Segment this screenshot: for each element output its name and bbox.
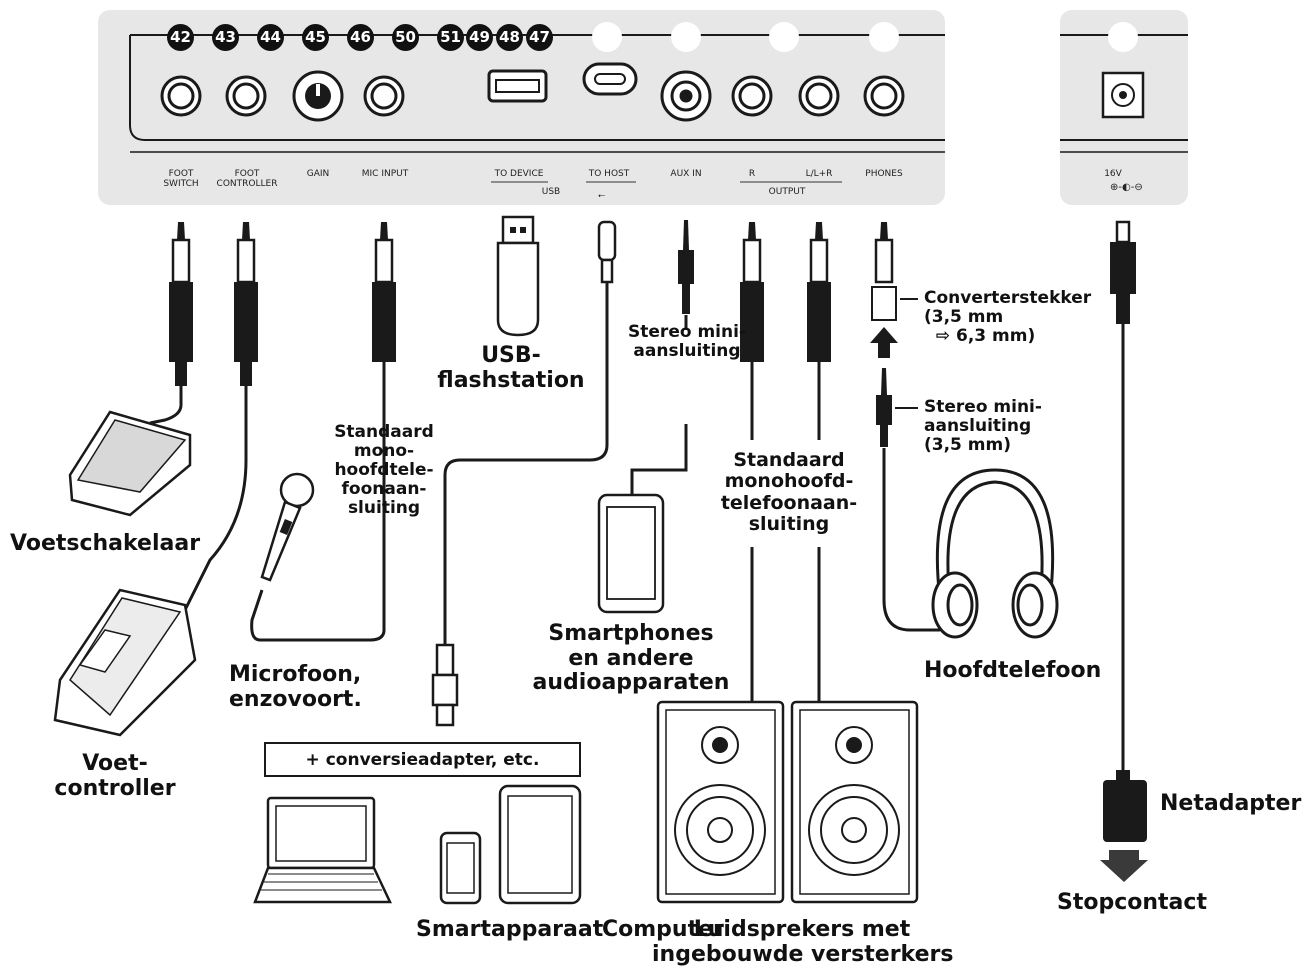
gain-knob-icon [305, 83, 331, 109]
port-label-to-device: TO DEVICE [494, 169, 544, 179]
label-stereo-mini-35: Stereo mini- aansluiting (3,5 mm) [924, 397, 1042, 456]
smart-device-icon [439, 831, 482, 905]
microphone-icon [260, 472, 315, 582]
usb-flash-drive-icon [496, 215, 540, 337]
tablet-icon [498, 784, 582, 905]
label-luidsprekers: Luidsprekers met ingebouwde versterkers [652, 917, 954, 967]
label-mono-jack-left: Standaard mono- hoofdtele- foonaan- slui… [334, 422, 434, 519]
badge-43: 43 [212, 24, 239, 51]
badge-46: 46 [347, 24, 374, 51]
label-smartphones: Smartphones en andere audioapparaten [532, 621, 730, 696]
port-label-l-lr: L/L+R [805, 169, 833, 179]
quarter-inch-plugs [169, 222, 897, 386]
label-smartapparaat: Smartapparaat [416, 917, 604, 942]
arrow-up-icon [870, 327, 898, 358]
port-label-gain: GAIN [306, 169, 330, 179]
label-computer: Computer [602, 917, 724, 942]
badge-47: 47 [526, 24, 553, 51]
usb-symbol-icon: ⭠ [598, 191, 605, 201]
label-mono-jack-right: Standaard monohoofd- telefoonaan- sluiti… [720, 449, 858, 535]
port-label-phones: PHONES [865, 169, 903, 179]
badge-50: 50 [392, 24, 419, 51]
badge-42: 42 [167, 24, 194, 51]
label-voetschakelaar: Voetschakelaar [10, 531, 201, 556]
power-adapter-icon [1100, 220, 1148, 882]
port-label-dc-in: 16V [1104, 169, 1122, 179]
port-label-aux-in: AUX IN [670, 169, 702, 179]
cables [149, 282, 1125, 780]
label-conversie: + conversieadapter, etc. [305, 750, 540, 770]
usb-c-plug-icon [597, 220, 617, 284]
label-usb-flash: USB- flashstation [437, 343, 585, 393]
badge-44: 44 [257, 24, 284, 51]
headphones-icon [931, 468, 1059, 639]
usb-cable-end-icon [431, 643, 459, 727]
smartphone-icon [597, 493, 665, 614]
label-converter: Converterstekker (3,5 mm ⇨ 6,3 mm) [924, 288, 1092, 347]
laptop-icon [253, 796, 392, 904]
speaker-left-icon [656, 700, 785, 904]
dc-polarity-icon: ⊕‑◐‑⊖ [1110, 182, 1143, 193]
arrow-down-icon [1100, 850, 1148, 882]
port-label-output: OUTPUT [768, 187, 806, 197]
port-label-foot-switch: FOOT SWITCH [163, 169, 199, 189]
usb-ports [487, 62, 638, 103]
port-label-usb: USB [541, 187, 561, 197]
port-label-foot-controller: FOOT CONTROLLER [216, 169, 278, 189]
badge-48: 48 [496, 24, 523, 51]
badge-45: 45 [302, 24, 329, 51]
label-stereo-mini: Stereo mini- aansluiting [628, 322, 746, 362]
port-label-to-host: TO HOST [588, 169, 630, 179]
badge-51: 51 [437, 24, 464, 51]
mini-plugs [678, 220, 892, 447]
label-voetcontroller: Voet- controller [54, 751, 176, 801]
label-microfoon: Microfoon, enzovoort. [229, 662, 362, 712]
badge-49: 49 [466, 24, 493, 51]
conversion-box [264, 742, 581, 777]
port-label-mic-input: MIC INPUT [361, 169, 409, 179]
label-hoofdtelefoon: Hoofdtelefoon [924, 658, 1102, 683]
panel-jacks [160, 70, 905, 122]
rear-panel [98, 10, 945, 205]
foot-controller-icon [53, 588, 197, 737]
power-panel [1060, 10, 1188, 205]
port-label-r: R [748, 169, 756, 179]
label-netadapter: Netadapter [1160, 791, 1302, 816]
label-stopcontact: Stopcontact [1057, 890, 1207, 915]
foot-switch-icon [68, 410, 192, 517]
speaker-right-icon [790, 700, 919, 904]
